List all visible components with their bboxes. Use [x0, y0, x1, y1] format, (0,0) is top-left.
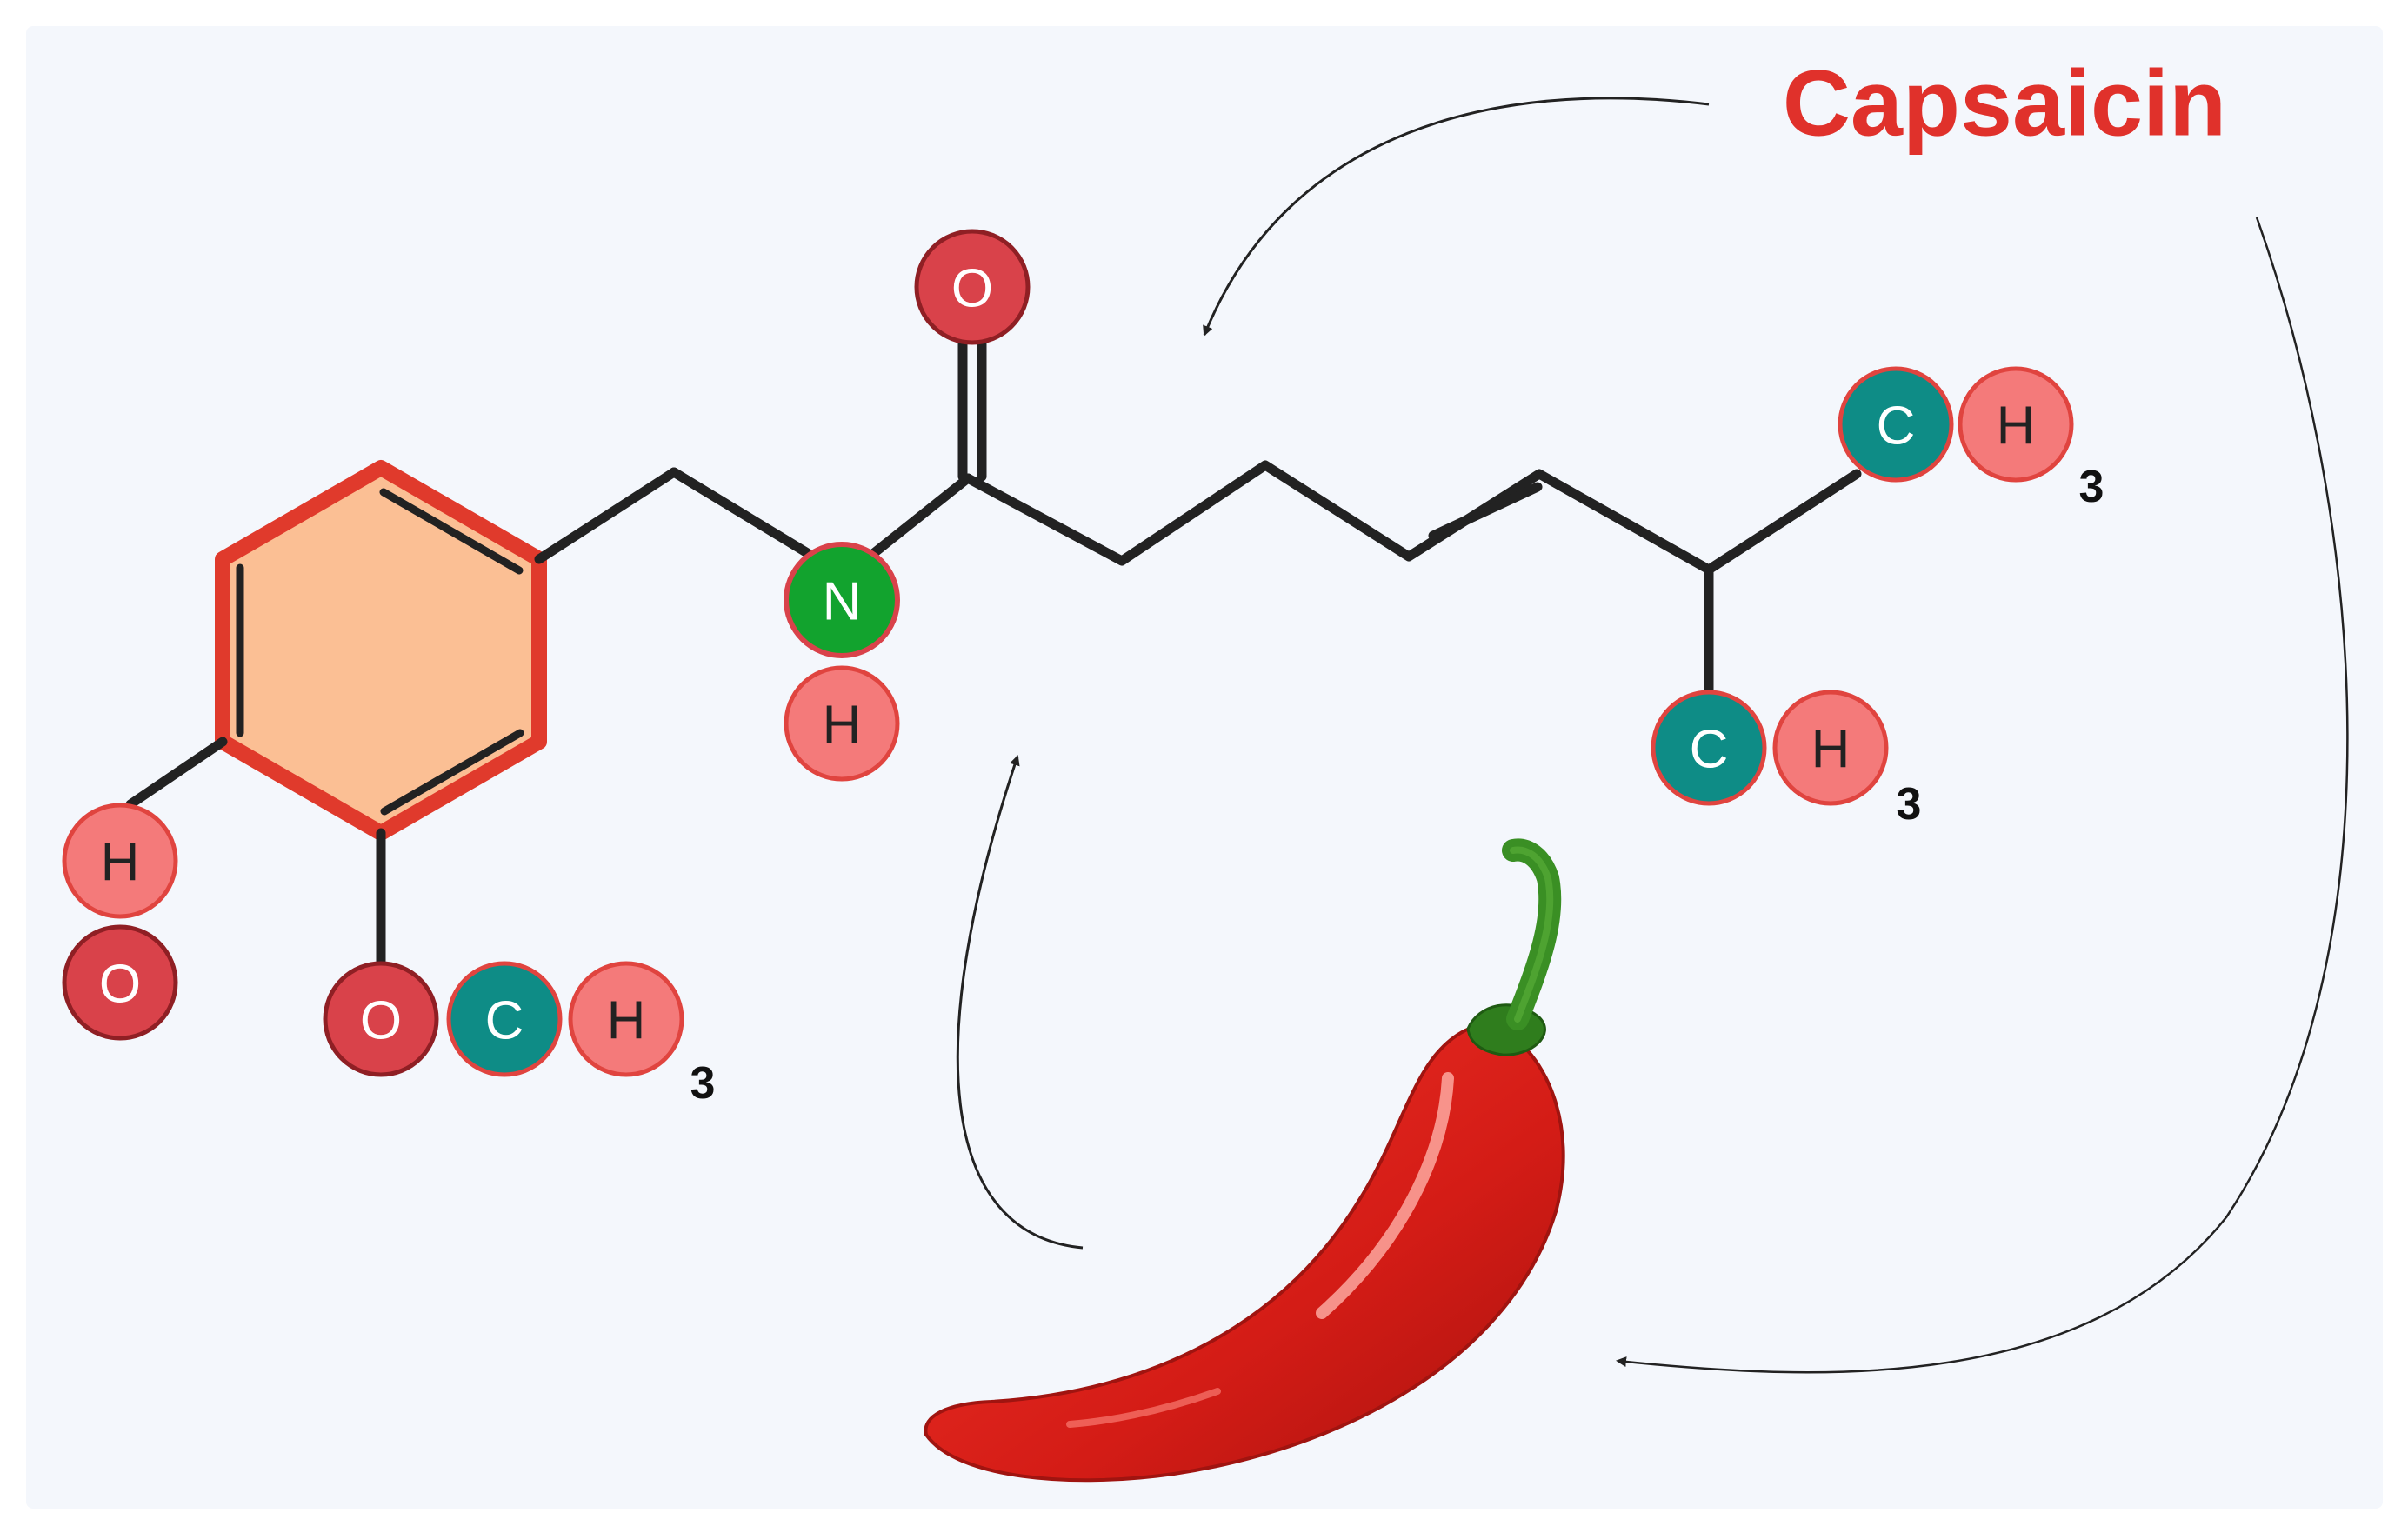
arrow-title-to-molecule	[1203, 97, 1710, 337]
svg-text:H: H	[1811, 720, 1851, 780]
atom-methoxy-carbon: C	[446, 961, 563, 1077]
svg-text:N: N	[823, 572, 862, 632]
atom-methoxy-oxygen: O	[323, 961, 439, 1077]
diagram-title: Capsaicin	[1783, 50, 2226, 156]
svg-text:C: C	[1877, 397, 1916, 457]
bonds	[125, 330, 1862, 975]
svg-text:O: O	[99, 955, 141, 1015]
svg-text:C: C	[485, 991, 524, 1051]
svg-text:H: H	[101, 833, 140, 893]
atom-methyl1-hydrogen: H	[1958, 366, 2074, 483]
atom-methyl2-carbon: C	[1651, 690, 1767, 806]
svg-text:O: O	[951, 259, 993, 319]
svg-text:C: C	[1690, 720, 1729, 780]
ring-inner-bonds	[236, 488, 524, 816]
background-panel	[26, 26, 2383, 1509]
atom-hydroxyl-oxygen: O	[62, 924, 178, 1041]
arrows	[956, 97, 2349, 1374]
arrow-pepper-to-molecule	[956, 755, 1084, 1250]
atom-amide-hydrogen: H	[784, 665, 900, 782]
svg-text:H: H	[1997, 397, 2036, 457]
atom-amide-nitrogen: N	[784, 542, 900, 658]
methoxy-subscript: 3	[690, 1058, 716, 1109]
svg-text:H: H	[607, 991, 646, 1051]
arrow-right-loop-to-pepper	[1616, 217, 2349, 1374]
atom-methyl1-carbon: C	[1838, 366, 1954, 483]
atom-methoxy-hydrogen: H	[568, 961, 684, 1077]
methyl1-subscript: 3	[2079, 462, 2104, 512]
svg-text:H: H	[823, 696, 862, 756]
atom-carbonyl-oxygen: O	[914, 229, 1031, 345]
red-chili-pepper-icon	[924, 838, 1565, 1483]
svg-text:O: O	[360, 991, 402, 1051]
atom-hydroxyl-hydrogen: H	[62, 803, 178, 919]
atom-methyl2-hydrogen: H	[1772, 690, 1889, 806]
methyl2-subscript: 3	[1897, 779, 1922, 830]
